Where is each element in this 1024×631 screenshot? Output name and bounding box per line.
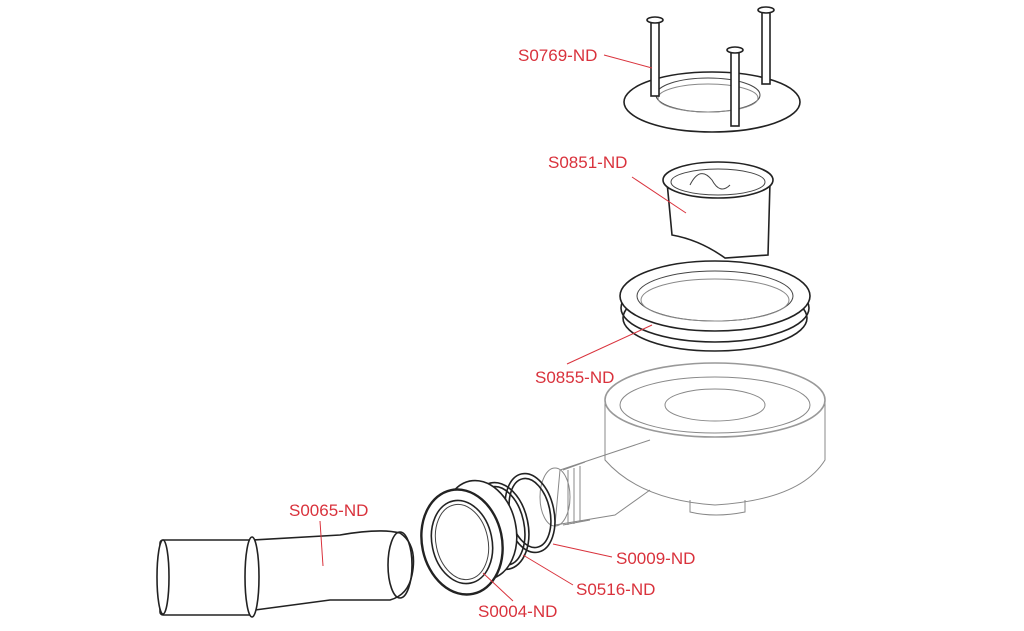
label-s0065: S0065-ND: [289, 501, 368, 520]
label-s0009: S0009-ND: [616, 549, 695, 568]
label-s0851: S0851-ND: [548, 153, 627, 172]
leader-lines: [319, 54, 687, 602]
flange-plate: [623, 71, 801, 133]
label-s0516: S0516-ND: [576, 580, 655, 599]
union-nut: [420, 479, 518, 596]
trap-body: [539, 362, 826, 527]
label-s0855: S0855-ND: [535, 368, 614, 387]
outlet-pipe: [156, 530, 415, 618]
label-s0769: S0769-ND: [518, 46, 597, 65]
screw: [726, 46, 744, 127]
label-s0004: S0004-ND: [478, 602, 557, 621]
screw: [757, 6, 775, 85]
screw: [646, 16, 664, 97]
strainer-basket: [662, 161, 774, 259]
sealing-ring: [619, 260, 811, 352]
